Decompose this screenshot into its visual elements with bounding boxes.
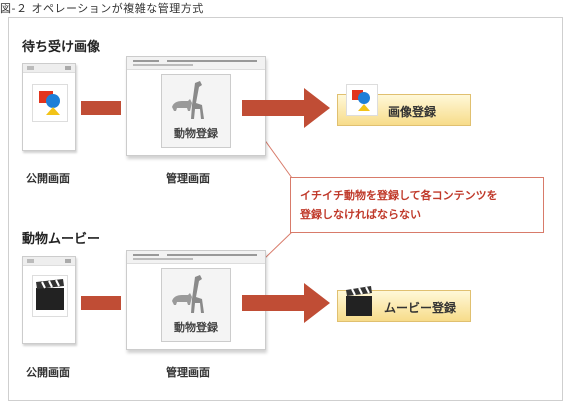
- browser-toolbar: [127, 57, 265, 70]
- phone-signal-icon: [65, 259, 71, 263]
- public-screen-label: 公開画面: [26, 366, 70, 379]
- connector-bar: [81, 296, 121, 310]
- admin-animal-card: 動物登録: [161, 74, 231, 148]
- rhino-icon: [172, 99, 192, 111]
- figure-frame: [8, 17, 563, 401]
- section-title-movie: 動物ムービー: [22, 232, 101, 247]
- rhino-icon: [172, 293, 192, 305]
- phone-status-bar: [23, 64, 75, 73]
- phone-screen: [32, 275, 68, 317]
- result-label-image: 画像登録: [388, 105, 437, 119]
- phone-status-bar: [23, 257, 75, 266]
- admin-screen-browser: 動物登録: [126, 250, 266, 350]
- result-thumb-movie: [344, 284, 374, 318]
- result-box-movie: ムービー登録: [337, 290, 471, 322]
- admin-screen-label: 管理画面: [166, 366, 210, 379]
- result-label-movie: ムービー登録: [384, 301, 457, 315]
- phone-indicator: [27, 259, 34, 263]
- section-title-wallpaper: 待ち受け画像: [22, 40, 101, 55]
- connector-bar: [81, 101, 121, 115]
- giraffe-icon: [191, 81, 204, 119]
- admin-animal-card: 動物登録: [161, 268, 231, 342]
- arrow-right-icon: [242, 283, 330, 323]
- giraffe-icon: [191, 275, 204, 313]
- public-screen-phone: [22, 63, 76, 151]
- callout-box: イチイチ動物を登録して各コンテンツを 登録しなければならない: [290, 177, 544, 233]
- arrow-right-icon: [242, 88, 330, 128]
- callout-line-2: 登録しなければならない: [300, 208, 421, 221]
- phone-signal-icon: [65, 66, 71, 70]
- public-screen-phone: [22, 256, 76, 344]
- admin-screen-label: 管理画面: [166, 172, 210, 185]
- callout-line-1: イチイチ動物を登録して各コンテンツを: [300, 189, 498, 202]
- admin-card-label: 動物登録: [174, 127, 218, 140]
- clapperboard-icon: [346, 286, 372, 316]
- public-screen-label: 公開画面: [26, 172, 70, 185]
- admin-card-label: 動物登録: [174, 321, 218, 334]
- phone-screen: [32, 84, 68, 122]
- callout-text: イチイチ動物を登録して各コンテンツを 登録しなければならない: [300, 186, 498, 224]
- clapperboard-icon: [36, 279, 64, 310]
- result-thumb-image: [346, 84, 378, 116]
- shapes-icon: [352, 90, 370, 111]
- figure-title: 図-２ オペレーションが複雑な管理方式: [0, 2, 204, 15]
- phone-indicator: [27, 66, 34, 70]
- browser-toolbar: [127, 251, 265, 264]
- shapes-icon: [39, 91, 60, 115]
